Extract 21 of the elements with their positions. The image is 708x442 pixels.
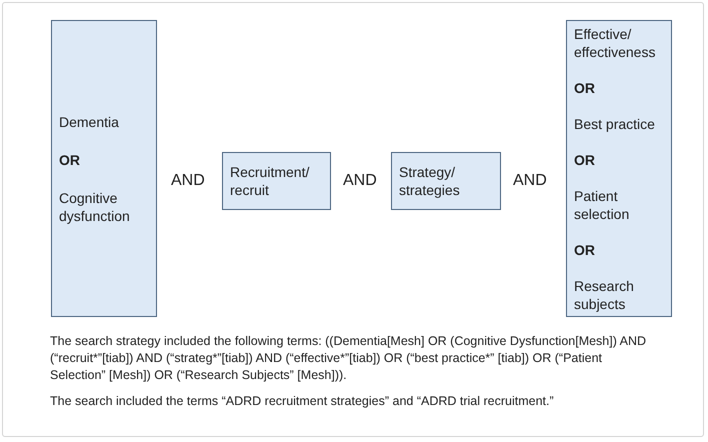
search-term: Patient selection (574, 186, 630, 222)
search-term: Best practice (574, 114, 656, 132)
search-term: Strategy/ strategies (399, 163, 461, 199)
term-box (222, 152, 331, 210)
term-box (566, 20, 672, 317)
search-term: Recruitment/ recruit (230, 163, 310, 199)
search-term: Effective/ effectiveness (574, 24, 656, 60)
boolean-operator: OR (59, 150, 81, 168)
note-paragraph: The search strategy included the following terms: ((Dementia[Mesh] OR (Cognitive Dysfunction[Mesh]) AND (“recruit*”[tiab]) AND (“strateg*”[tiab]) AND (“effective*”[tiab]) OR (“best practice*” [tiab]) OR (“Patient Selection” [Mesh]) OR (“Research Subjects” [Mesh])). (50, 333, 648, 384)
term-box (51, 20, 157, 317)
boolean-operator: OR (574, 78, 596, 96)
boolean-operator: AND (513, 171, 547, 191)
boolean-operator: OR (574, 240, 596, 258)
term-box (391, 152, 501, 210)
boolean-operator: AND (171, 171, 205, 191)
boolean-operator: OR (574, 150, 596, 168)
note-paragraph: The search included the terms “ADRD recruitment strategies” and “ADRD trial recruitment.” (50, 393, 555, 410)
boolean-operator: AND (343, 171, 377, 191)
search-term: Cognitive dysfunction (59, 188, 131, 224)
search-term: Dementia (59, 112, 120, 130)
search-term: Research subjects (574, 276, 635, 312)
